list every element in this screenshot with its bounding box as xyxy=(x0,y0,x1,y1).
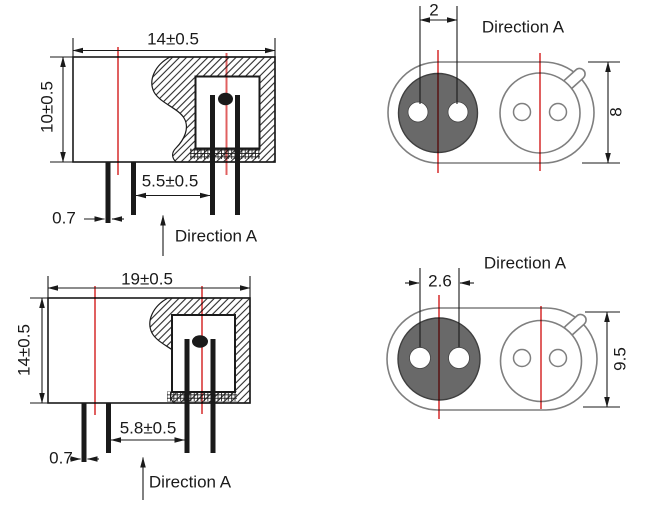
pin-bead xyxy=(218,92,233,106)
dim-label-height-bottom-large: 9.5 xyxy=(610,347,630,371)
dim-label-height-side-small: 10±0.5 xyxy=(37,81,57,133)
pin-hole xyxy=(407,101,429,123)
pin-hole xyxy=(512,102,532,122)
bottom-view-large xyxy=(386,268,620,419)
pin xyxy=(235,95,240,215)
dim-label-pitch-bottom-large: 2.6 xyxy=(428,271,452,291)
side-view-large xyxy=(30,276,251,500)
pin-hole xyxy=(448,347,470,369)
coil-crosshatch xyxy=(190,148,260,159)
pin-hole xyxy=(548,348,568,368)
pin xyxy=(210,95,215,215)
dim-label-height-bottom-small: 8 xyxy=(606,107,626,117)
dim-label-height-side-large: 14±0.5 xyxy=(14,324,34,376)
pin xyxy=(106,403,111,453)
direction-a-label-bottom-small: Direction A xyxy=(481,17,565,37)
pin-hole xyxy=(447,101,469,123)
pin xyxy=(105,162,111,223)
inner-cavity xyxy=(171,314,236,393)
dim-label-pitch-side-large: 5.8±0.5 xyxy=(119,418,177,438)
pin-hole xyxy=(409,347,431,369)
direction-a-label-bottom-large: Direction A xyxy=(483,253,567,273)
direction-a-label-side-large: Direction A xyxy=(148,472,232,492)
dim-label-width-side-large: 19±0.5 xyxy=(121,269,173,289)
dim-label-pitch-bottom-small: 2 xyxy=(429,0,439,20)
direction-a-label-side-small: Direction A xyxy=(174,226,258,246)
pin xyxy=(81,403,87,462)
bottom-view-small xyxy=(387,6,620,173)
dim-label-width-side-small: 14±0.5 xyxy=(147,29,199,49)
side-view-small xyxy=(50,38,276,256)
dim-label-pin-side-large: 0.7 xyxy=(49,448,73,468)
pin-hole xyxy=(548,102,568,122)
dim-label-pitch-side-small: 5.5±0.5 xyxy=(141,171,199,191)
dim-label-pin-side-small: 0.7 xyxy=(52,208,76,228)
pin xyxy=(210,339,216,453)
pin xyxy=(131,162,136,215)
pin-hole xyxy=(512,348,532,368)
pin-bead xyxy=(192,335,208,348)
pin xyxy=(184,339,190,453)
